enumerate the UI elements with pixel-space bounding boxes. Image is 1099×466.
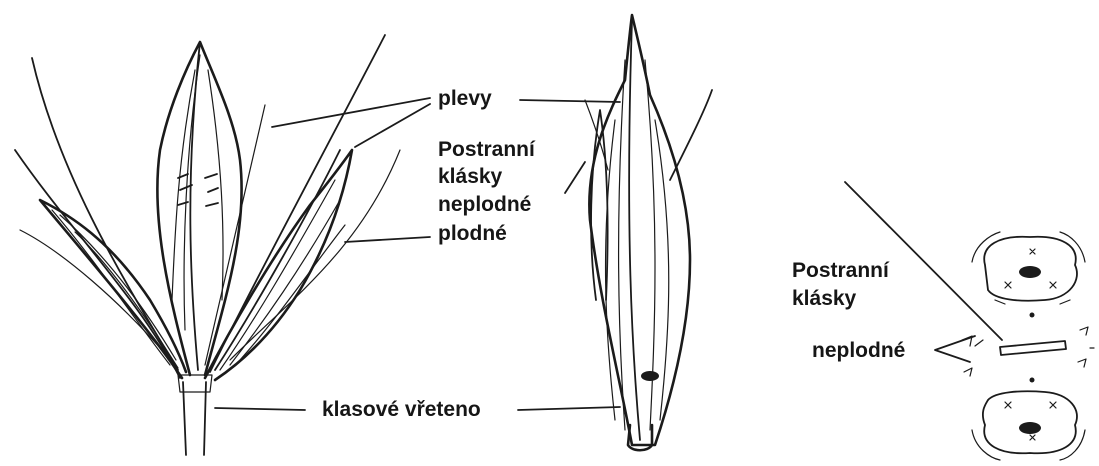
rachis-leader-right [518,407,620,410]
label-sterile: neplodné [438,192,531,218]
central-veins [172,55,223,330]
right-awn-4 [230,150,400,360]
diagram-rachis-bar [1000,341,1066,355]
left-awn-3 [20,230,175,365]
diagram-sterile-right [1078,327,1094,367]
diagram-label-lateral-line2: klásky [792,286,856,312]
middle-dark-spot [641,371,659,381]
diagram-bottom-rachis-dot [1030,378,1035,383]
floral-diagram [845,182,1094,460]
diagram-bottom-ovary [1019,422,1041,434]
left-awn-1 [15,150,180,378]
plodne-leader [345,237,430,242]
diagram-leader-sterile [935,336,975,362]
diagram-top-rachis-dot [1030,313,1035,318]
rachis-leader-left [215,408,305,410]
middle-spikelet-drawing [585,15,712,450]
label-rachis: klasové vřeteno [322,397,481,423]
stem [183,382,206,455]
diagram-label-lateral-line1: Postranní [792,258,889,284]
neplodne-leader [565,162,585,193]
right-awn-1 [210,35,385,372]
left-spikelet-drawing [15,35,400,455]
central-spikelet [157,42,241,375]
right-awn-3 [205,105,265,365]
plevy-leader-1 [272,98,430,127]
middle-midrib [629,20,640,440]
diagram-sterile-left [962,336,983,376]
diagram-top-ovary [1019,266,1041,278]
plevy-leader-right [520,100,620,102]
diagram-bottom-stamens [1005,402,1056,440]
label-lateral-spikelets-line1: Postranní [438,137,535,163]
middle-spikelet-outline [589,15,690,445]
label-lateral-spikelets-line2: klásky [438,164,502,190]
middle-awn-right [670,90,712,180]
central-hatching [178,174,218,206]
label-fertile: plodné [438,221,507,247]
right-lateral-veins [220,180,345,370]
left-awn-2 [32,58,178,370]
label-glumes: plevy [438,86,492,112]
diagram-label-sterile: neplodné [812,338,905,364]
